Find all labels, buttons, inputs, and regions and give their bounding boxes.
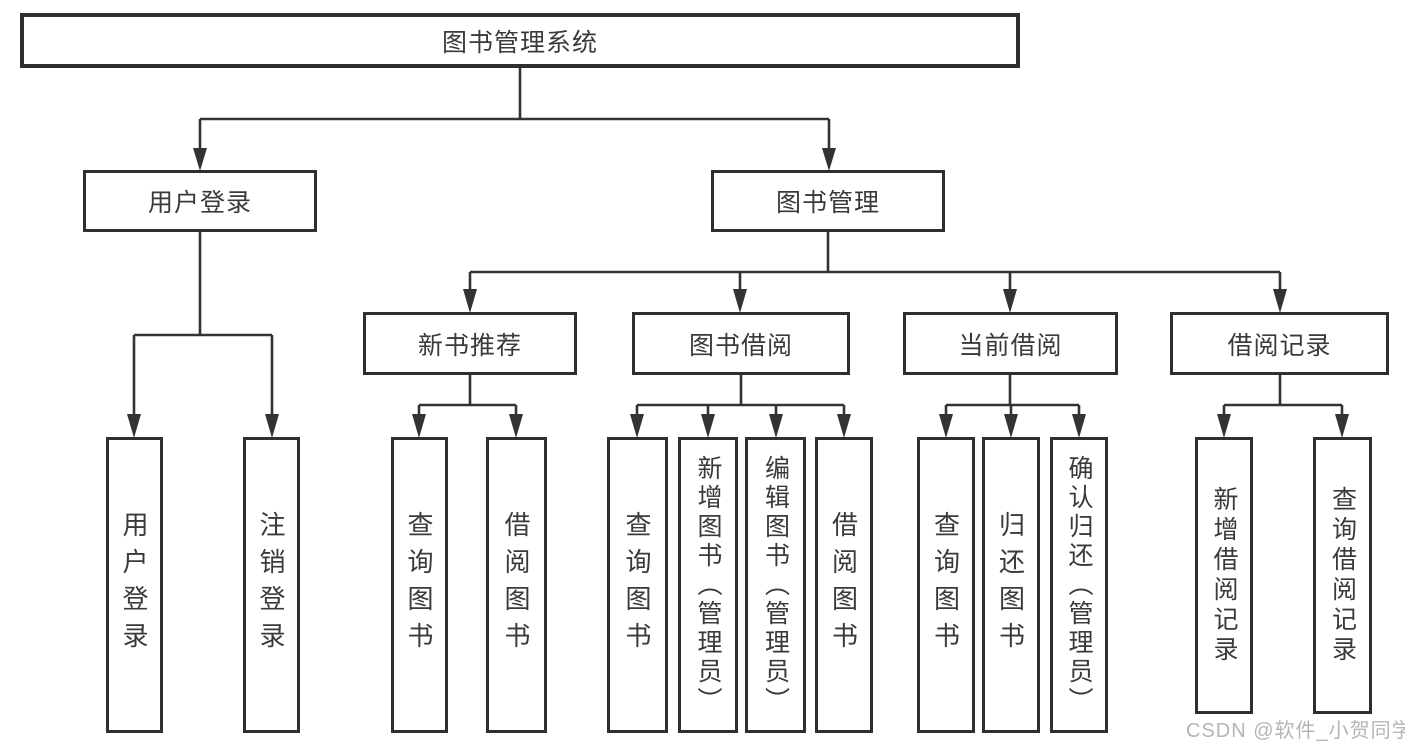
node-label: 图书管理系统 [441, 28, 598, 57]
leaf-query-books: 查询图书 [607, 437, 668, 733]
node-label: 查询图书 [930, 511, 961, 659]
leaf-borrow-books: 借阅图书 [815, 437, 873, 733]
node-label: 图书管理 [775, 189, 880, 217]
node-label: 借阅图书 [501, 511, 531, 659]
leaf-logout: 注销登录 [243, 437, 300, 733]
node-label: 借阅图书 [828, 511, 859, 659]
node-book-borrowing: 图书借阅 [632, 312, 850, 375]
node-label: 确认归还（管理员） [1065, 454, 1093, 716]
node-label: 查询借阅记录 [1328, 485, 1357, 666]
node-label: 归还图书 [995, 511, 1026, 659]
leaf-query-books: 查询图书 [917, 437, 975, 733]
node-library-management-system: 图书管理系统 [20, 13, 1020, 68]
node-label: 当前借阅 [958, 331, 1063, 360]
node-label: 借阅记录 [1227, 331, 1332, 360]
leaf-return-books: 归还图书 [982, 437, 1040, 733]
leaf-user-login: 用户登录 [106, 437, 163, 733]
leaf-edit-books-admin: 编辑图书（管理员） [745, 437, 806, 733]
node-label: 用户登录 [147, 189, 252, 217]
node-label: 查询图书 [622, 511, 652, 659]
leaf-add-borrow-record: 新增借阅记录 [1195, 437, 1253, 714]
watermark: CSDN @软件_小贺同学 [1186, 720, 1405, 742]
node-label: 新增图书（管理员） [694, 454, 722, 716]
leaf-query-books: 查询图书 [391, 437, 448, 733]
node-user-login: 用户登录 [83, 170, 317, 232]
node-label: 用户登录 [119, 511, 149, 659]
leaf-borrow-books: 借阅图书 [486, 437, 547, 733]
node-book-management: 图书管理 [711, 170, 945, 232]
node-label: 注销登录 [256, 511, 286, 659]
node-label: 图书借阅 [688, 331, 793, 360]
leaf-add-books-admin: 新增图书（管理员） [678, 437, 738, 733]
node-label: 查询图书 [404, 511, 434, 659]
node-label: 新增借阅记录 [1210, 485, 1238, 666]
node-label: 新书推荐 [417, 331, 522, 360]
node-borrowing-records: 借阅记录 [1170, 312, 1389, 375]
leaf-confirm-return-admin: 确认归还（管理员） [1050, 437, 1108, 733]
node-label: 编辑图书（管理员） [761, 454, 790, 716]
node-new-book-recommendation: 新书推荐 [363, 312, 577, 375]
leaf-query-borrow-record: 查询借阅记录 [1313, 437, 1372, 714]
node-current-borrowing: 当前借阅 [903, 312, 1118, 375]
